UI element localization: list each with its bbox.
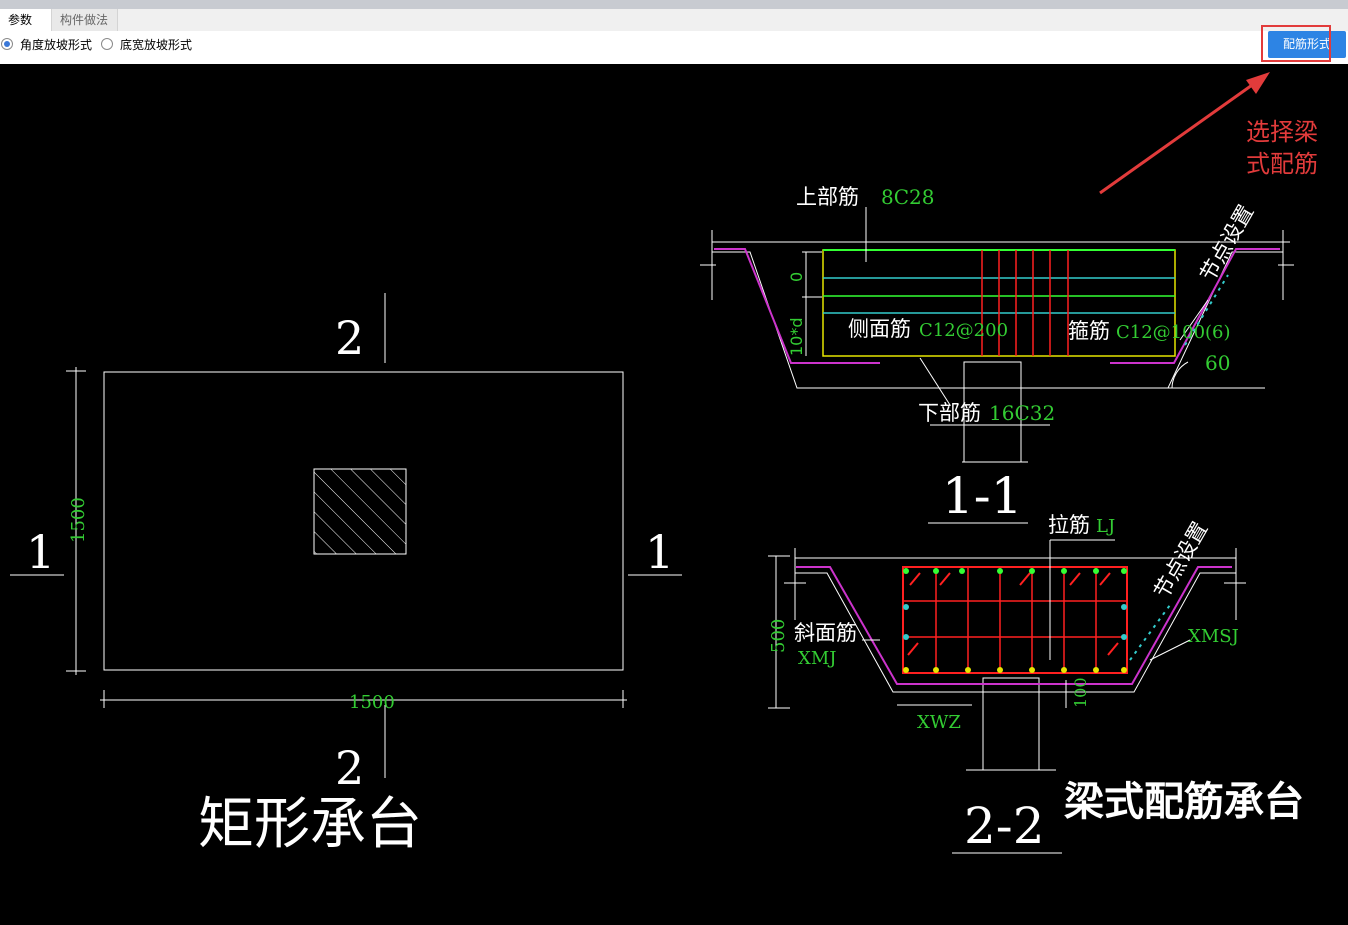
rect-cap-title: 矩形承台: [198, 792, 422, 857]
option-bar: 角度放坡形式 底宽放坡形式: [0, 31, 1348, 64]
annotation-arrow: [1099, 72, 1270, 195]
s11-angle: 60: [1205, 351, 1230, 375]
rect-cap-drawing: [10, 293, 682, 778]
rect-section-2-bottom: 2: [335, 741, 364, 795]
radio-width-slope[interactable]: [101, 38, 113, 50]
tab-bar: 参数图 构件做法: [0, 9, 1348, 49]
s11-zero: 0: [787, 272, 806, 282]
s22-height: 500: [768, 619, 789, 653]
s22-title: 2-2: [964, 797, 1045, 855]
tab-component-method[interactable]: 构件做法: [52, 9, 118, 31]
s11-stirrup-label: 箍筋: [1068, 319, 1110, 343]
highlight-box: [1261, 25, 1331, 62]
s22-slope-bar-label: 斜面筋: [794, 621, 857, 645]
s11-stirrup-value: C12@100(6): [1116, 322, 1231, 343]
s11-bottom-bar-value: 16C32: [989, 401, 1055, 425]
radio-width-slope-label[interactable]: 底宽放坡形式: [120, 38, 193, 52]
s11-node-setting[interactable]: 节点设置: [1196, 201, 1259, 286]
s22-tie-label: 拉筋: [1048, 513, 1090, 537]
rect-section-1-right: 1: [645, 525, 674, 579]
s11-top-bar-label: 上部筋: [796, 185, 859, 209]
s11-side-bar-label: 侧面筋: [848, 317, 911, 341]
title-strip: [0, 0, 1348, 9]
beam-cap-title: 梁式配筋承台: [1064, 779, 1304, 825]
tab-parameter-diagram[interactable]: 参数图: [0, 9, 52, 49]
radio-angle-slope[interactable]: [1, 38, 13, 50]
s11-title: 1-1: [942, 467, 1023, 525]
s11-ten-d: 10*d: [787, 317, 806, 356]
rect-dim-width: 1500: [349, 692, 395, 713]
rect-section-2-top: 2: [335, 311, 364, 365]
radio-angle-slope-label[interactable]: 角度放坡形式: [20, 38, 93, 52]
s22-xmsj: XMSJ: [1188, 626, 1239, 647]
section-22-drawing: [768, 539, 1246, 854]
s22-tie-value: LJ: [1096, 516, 1115, 537]
rect-dim-height: 1500: [68, 497, 89, 543]
s22-xwz: XWZ: [917, 712, 961, 733]
rect-section-1-left: 1: [26, 525, 55, 579]
s11-bottom-bar-label: 下部筋: [918, 401, 981, 425]
annotation-line2: 式配筋: [1246, 150, 1318, 178]
s11-side-bar-value: C12@200: [919, 320, 1008, 341]
cad-drawing: 选择梁 式配筋 2 2 1 1 1500 1500 矩形承台: [10, 72, 1318, 857]
annotation-line1: 选择梁: [1246, 118, 1318, 146]
s22-node-setting[interactable]: 节点设置: [1150, 518, 1213, 603]
section-11-drawing: [700, 207, 1294, 524]
s22-slope-bar-code: XMJ: [798, 648, 836, 669]
rebar-form-button[interactable]: 配筋形式: [1268, 31, 1346, 58]
s22-hundred: 100: [1071, 677, 1090, 708]
s11-top-bar-value: 8C28: [881, 185, 934, 209]
